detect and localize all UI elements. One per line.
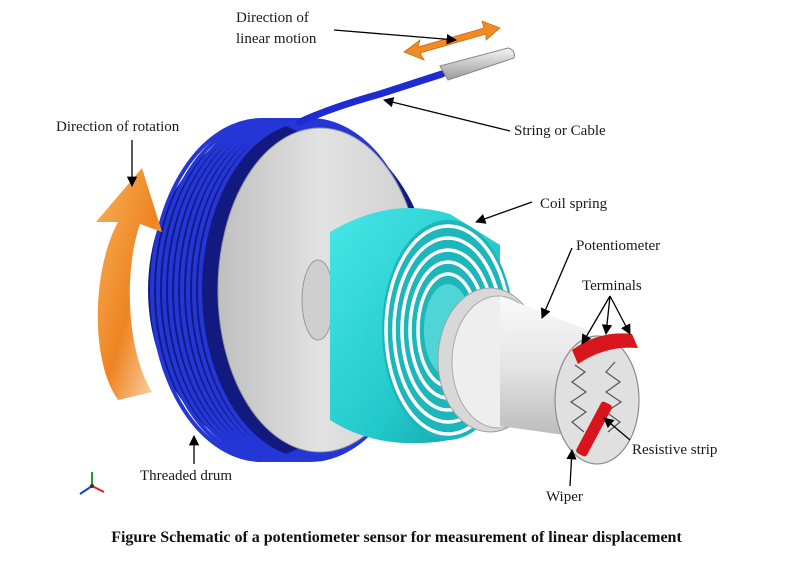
leader-resistive-strip xyxy=(603,417,631,441)
rotation-arrow-icon xyxy=(96,168,162,400)
label-wiper: Wiper xyxy=(546,489,583,505)
label-potentiometer: Potentiometer xyxy=(576,238,661,254)
label-resistive-strip: Resistive strip xyxy=(632,442,718,458)
label-coil-spring: Coil spring xyxy=(540,196,608,212)
shaft xyxy=(301,259,335,341)
potentiometer-face xyxy=(554,335,640,465)
resistive-strip-zigzag xyxy=(569,361,623,433)
label-terminals: Terminals xyxy=(582,278,642,294)
leader-string xyxy=(382,97,511,132)
potentiometer-body xyxy=(437,287,640,465)
leader-terminal-1 xyxy=(581,295,611,345)
label-string: String or Cable xyxy=(514,123,606,139)
label-threaded-drum: Threaded drum xyxy=(140,468,233,484)
label-rotation: Direction of rotation xyxy=(56,119,180,135)
leader-terminal-3 xyxy=(609,295,631,335)
label-linear-motion-2: linear motion xyxy=(236,31,317,47)
cable-rod xyxy=(439,47,515,81)
leader-lines xyxy=(126,29,631,487)
leader-wiper xyxy=(566,448,577,487)
leader-potentiometer xyxy=(540,247,573,319)
label-linear-motion-1: Direction of xyxy=(236,10,309,26)
leader-coil-spring xyxy=(475,201,533,224)
figure-caption: Figure Schematic of a potentiometer sens… xyxy=(111,529,682,546)
cable xyxy=(296,47,515,126)
leader-linear-motion xyxy=(333,29,458,45)
axis-triad-icon xyxy=(79,472,105,495)
leader-terminal-2 xyxy=(601,295,613,336)
wiper-blade xyxy=(576,401,612,457)
